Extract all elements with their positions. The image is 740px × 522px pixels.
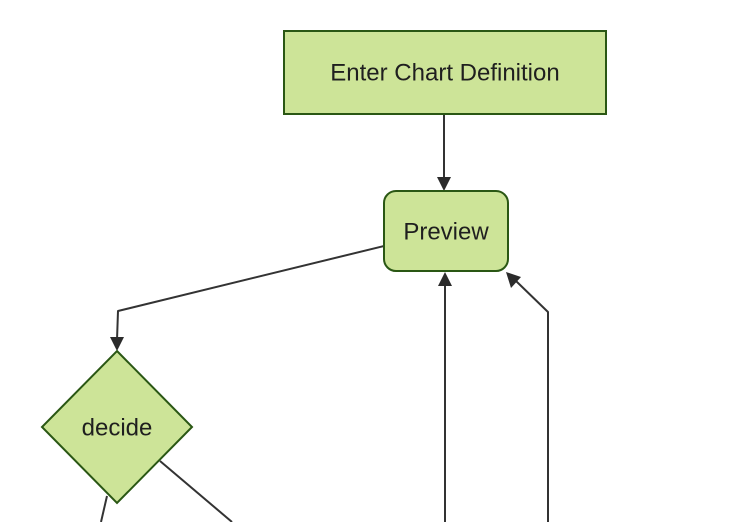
node-decide xyxy=(40,349,194,505)
edge-decide-to-offscreen-right xyxy=(159,460,233,522)
node-preview xyxy=(383,190,509,272)
edge-bottom-right-to-preview xyxy=(515,280,549,522)
node-enter-chart-definition xyxy=(283,30,607,115)
node-preview-label: Preview xyxy=(403,219,489,246)
arrowhead-enter-to-preview xyxy=(437,177,451,191)
arrowhead-bottom-right-to-preview xyxy=(506,272,521,288)
arrowhead-preview-to-decide xyxy=(110,337,124,351)
edge-decide-to-offscreen-left xyxy=(100,495,108,522)
edge-preview-to-decide xyxy=(116,245,385,341)
arrowhead-bottom-center-to-preview xyxy=(438,272,452,286)
node-enter-chart-definition-label: Enter Chart Definition xyxy=(330,60,559,87)
node-decide-label: decide xyxy=(82,415,153,442)
